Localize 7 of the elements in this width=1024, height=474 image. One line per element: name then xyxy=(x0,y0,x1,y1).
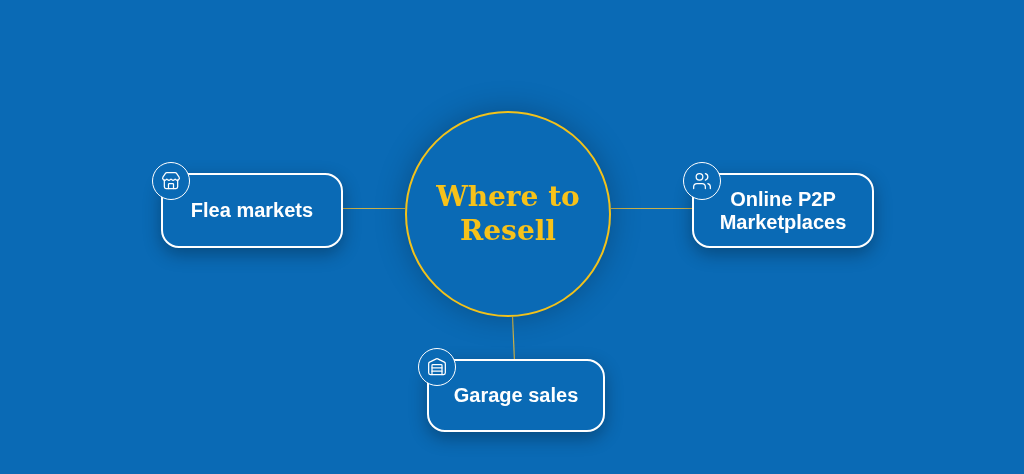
category-label: Flea markets xyxy=(190,199,314,222)
center-title: Where to Resell xyxy=(435,180,581,248)
connector-line xyxy=(342,207,406,210)
category-label: Garage sales xyxy=(453,384,579,407)
category-label: Online P2P Marketplaces xyxy=(718,187,848,234)
connector-line xyxy=(511,316,515,360)
connector-line xyxy=(610,207,693,210)
